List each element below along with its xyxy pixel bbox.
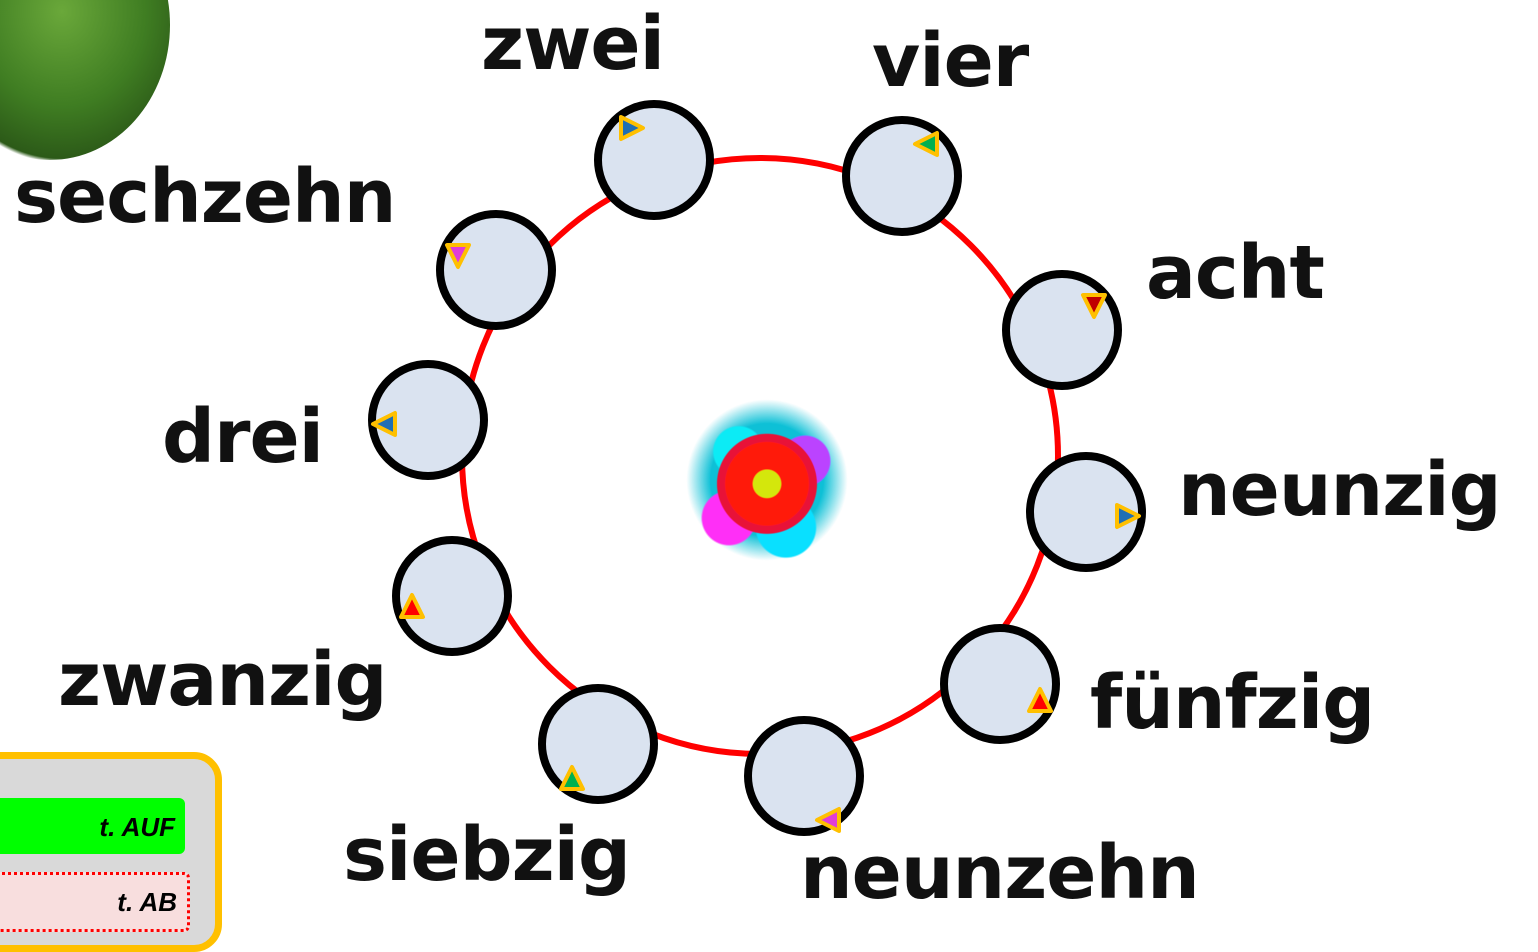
legend-down-button[interactable]: t. AB xyxy=(0,872,190,932)
word-label-neunzig: neunzig xyxy=(1178,453,1501,527)
word-label-siebzig: siebzig xyxy=(343,818,630,892)
node-circle-vier[interactable] xyxy=(846,120,958,232)
word-label-zwei: zwei xyxy=(481,7,664,81)
word-label-acht: acht xyxy=(1146,236,1324,310)
node-circle-siebzig[interactable] xyxy=(542,688,654,800)
word-label-neunzehn: neunzehn xyxy=(800,836,1199,910)
center-flower-image xyxy=(672,385,862,575)
game-board: zwei vier sechzehn acht drei neunzig zwa… xyxy=(0,0,1538,914)
word-label-drei: drei xyxy=(162,400,323,474)
word-label-sechzehn: sechzehn xyxy=(14,160,395,234)
word-label-zwanzig: zwanzig xyxy=(58,643,386,717)
node-circle-acht[interactable] xyxy=(1006,274,1118,386)
legend-up-button[interactable]: t. AUF xyxy=(0,798,185,854)
node-circle-zwei[interactable] xyxy=(598,104,710,216)
node-circle-sechzehn[interactable] xyxy=(440,214,552,326)
node-circle-neunzehn[interactable] xyxy=(748,720,860,832)
word-label-vier: vier xyxy=(872,24,1028,98)
word-label-fuenfzig: fünfzig xyxy=(1090,666,1374,740)
node-circle-fünfzig[interactable] xyxy=(944,628,1056,740)
